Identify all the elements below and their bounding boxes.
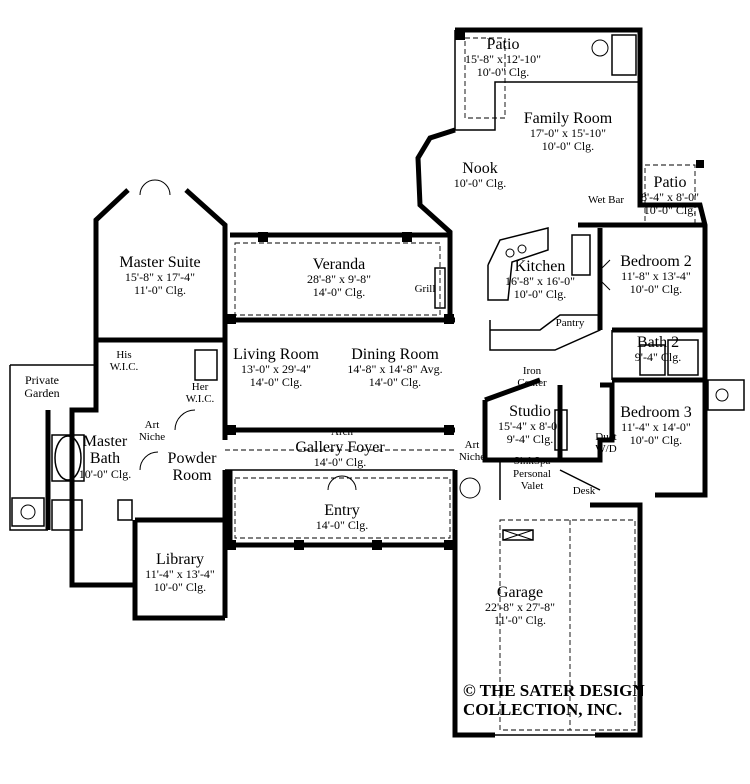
copyright-line-2: COLLECTION, INC. <box>463 699 623 719</box>
note-art-niche-right: Art Niche <box>458 439 486 463</box>
room-name: Master Suite <box>119 254 201 271</box>
room-veranda: Veranda 28'-8" x 9'-8" 14'-0" Clg. <box>307 256 371 299</box>
note-desk: Desk <box>572 485 596 497</box>
room-ceiling: 9'-4" Clg. <box>506 432 554 447</box>
room-name: Family Room <box>523 110 613 127</box>
room-garage: Garage 22'-8" x 27'-8" 11'-0" Clg. <box>485 584 555 627</box>
room-dims: 11'-8" x 13'-4" <box>621 269 691 284</box>
room-dims: 13'-0" x 29'-4" <box>240 362 312 377</box>
room-ceiling: 14'-0" Clg. <box>368 375 422 390</box>
room-name: Powder Room <box>167 450 217 485</box>
room-ceiling: 14'-0" Clg. <box>315 518 369 533</box>
room-ceiling: 11'-0" Clg. <box>134 283 186 298</box>
room-name: Veranda <box>312 256 366 273</box>
note-grill: Grill <box>414 283 436 295</box>
room-gallery-foyer: Gallery Foyer 14'-0" Clg. <box>295 439 384 469</box>
room-master-bath: Master Bath 10'-0" Clg. <box>75 433 135 480</box>
room-dims: 14'-8" x 14'-8" Avg. <box>347 362 443 377</box>
room-name: Living Room <box>233 346 319 363</box>
room-studio: Studio 15'-4" x 8'-0" 9'-4" Clg. <box>498 403 562 446</box>
note-wd: W/D <box>595 443 617 455</box>
room-bedroom-2: Bedroom 2 11'-8" x 13'-4" 10'-0" Clg. <box>620 253 692 296</box>
room-ceiling: 10'-0" Clg. <box>78 466 132 481</box>
room-name: Nook <box>462 160 498 177</box>
room-name: Bedroom 3 <box>620 404 692 421</box>
room-kitchen: Kitchen 16'-8" x 16'-0" 10'-0" Clg. <box>505 258 575 301</box>
room-name: Studio <box>509 403 551 420</box>
room-ceiling: 10'-0" Clg. <box>476 65 530 80</box>
note-her-wic: Her W.I.C. <box>185 381 215 405</box>
room-dining-room: Dining Room 14'-8" x 14'-8" Avg. 14'-0" … <box>347 346 442 389</box>
room-master-suite: Master Suite 15'-8" x 17'-4" 11'-0" Clg. <box>119 254 200 297</box>
room-patio-top: Patio 15'-8" x 12'-10" 10'-0" Clg. <box>465 36 541 79</box>
note-his-wic: His W.I.C. <box>109 349 139 373</box>
room-bedroom-3: Bedroom 3 11'-4" x 14'-0" 10'-0" Clg. <box>620 404 692 447</box>
room-ceiling: 11'-0" Clg. <box>494 613 546 628</box>
room-name: Bath 2 <box>636 334 680 351</box>
room-ceiling: 14'-0" Clg. <box>249 375 303 390</box>
room-library: Library 11'-4" x 13'-4" 10'-0" Clg. <box>145 551 215 594</box>
ceiling-lines <box>225 37 696 731</box>
room-name: Kitchen <box>514 258 566 275</box>
fixtures <box>11 34 745 541</box>
room-name: Dining Room <box>351 346 439 363</box>
room-name: Patio <box>653 174 687 191</box>
room-dims: 8'-4" x 8'-0" <box>640 190 700 205</box>
room-ceiling: 10'-0" Clg. <box>153 580 207 595</box>
note-personal-valet: Personal Valet <box>513 468 551 492</box>
note-iron-center: Iron Center <box>517 365 547 389</box>
room-ceiling: 10'-0" Clg. <box>629 433 683 448</box>
note-private-garden: Private Garden <box>24 373 60 400</box>
room-ceiling: 10'-0" Clg. <box>629 282 683 297</box>
note-sink-spa: SinkSpa <box>513 455 551 467</box>
room-ceiling: 10'-0" Clg. <box>513 287 567 302</box>
room-name: Bedroom 2 <box>620 253 692 270</box>
room-dims: 28'-8" x 9'-8" <box>306 272 372 287</box>
copyright-line-1: © THE SATER DESIGN <box>463 681 645 700</box>
room-name: Library <box>156 551 204 568</box>
room-name: Patio <box>486 36 520 53</box>
room-living-room: Living Room 13'-0" x 29'-4" 14'-0" Clg. <box>233 346 319 389</box>
note-arch: Arch <box>331 426 353 438</box>
room-ceiling: 9'-4" Clg. <box>634 350 682 365</box>
room-dims: 17'-0" x 15'-10" <box>529 126 607 141</box>
room-name: Entry <box>324 502 360 519</box>
room-ceiling: 14'-0" Clg. <box>313 455 367 470</box>
room-nook: Nook 10'-0" Clg. <box>454 160 506 190</box>
doors <box>139 179 611 499</box>
room-family-room: Family Room 17'-0" x 15'-10" 10'-0" Clg. <box>524 110 612 153</box>
note-wet-bar: Wet Bar <box>587 194 625 206</box>
room-powder-room: Powder Room <box>162 450 222 485</box>
room-dims: 11'-4" x 13'-4" <box>145 567 215 582</box>
room-name: Master Bath <box>82 433 128 468</box>
room-dims: 22'-8" x 27'-8" <box>484 600 556 615</box>
note-pantry: Pantry <box>555 317 585 329</box>
room-dims: 16'-8" x 16'-0" <box>504 274 576 289</box>
room-ceiling: 10'-0" Clg. <box>453 176 507 191</box>
room-bath-2: Bath 2 9'-4" Clg. <box>635 334 681 364</box>
note-art-niche-left: Art Niche <box>138 419 166 443</box>
room-dims: 15'-4" x 8'-0" <box>497 419 563 434</box>
columns <box>226 30 704 550</box>
room-dims: 15'-8" x 12'-10" <box>464 52 542 67</box>
room-entry: Entry 14'-0" Clg. <box>316 502 368 532</box>
note-duct: Duct <box>595 431 617 443</box>
room-patio-right: Patio 8'-4" x 8'-0" 10'-0" Clg. <box>641 174 699 217</box>
room-ceiling: 10'-0" Clg. <box>541 139 595 154</box>
copyright-block: © THE SATER DESIGN COLLECTION, INC. <box>463 681 645 719</box>
room-ceiling: 14'-0" Clg. <box>312 285 366 300</box>
room-dims: 15'-8" x 17'-4" <box>124 270 196 285</box>
room-ceiling: 10'-0" Clg. <box>643 203 697 218</box>
room-dims: 11'-4" x 14'-0" <box>621 420 691 435</box>
room-name: Garage <box>496 584 544 601</box>
room-name: Gallery Foyer <box>295 439 385 456</box>
